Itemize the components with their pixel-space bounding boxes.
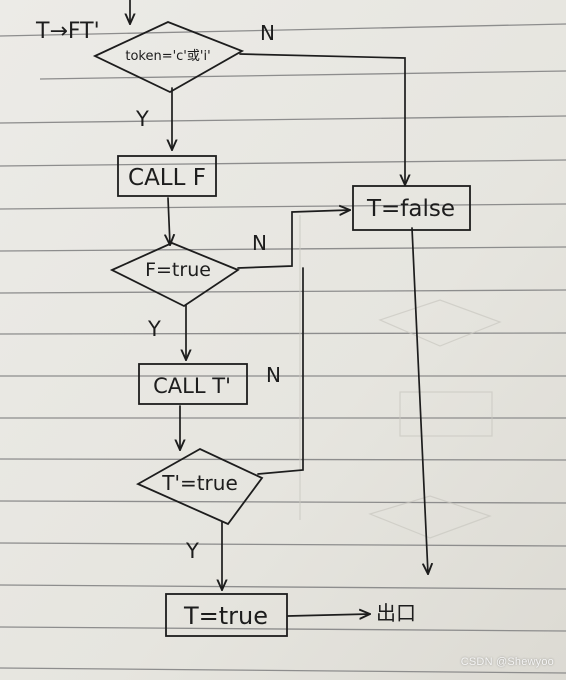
label-no-f: N	[252, 231, 267, 255]
bleed-through-shapes	[299, 215, 502, 539]
label-yes-f: Y	[147, 317, 161, 341]
flow-connectors	[130, 0, 428, 616]
box-call-tprime-label: CALL T'	[153, 374, 231, 398]
decision-f-true-label: F=true	[145, 259, 211, 281]
csdn-watermark: CSDN @Shewyoo	[460, 656, 554, 668]
box-t-false: T=false	[352, 185, 471, 231]
label-no-tprime: N	[266, 363, 281, 387]
decision-token: token='c'或'i'	[92, 21, 245, 94]
decision-tprime-true-label: T'=true	[161, 471, 238, 495]
box-call-f-label: CALL F	[128, 165, 206, 191]
exit-label: 出口	[376, 601, 416, 625]
box-call-f: CALL F	[117, 155, 217, 197]
ruled-lines	[0, 23, 566, 674]
box-t-true-label: T=true	[183, 602, 268, 630]
decision-token-label: token='c'或'i'	[125, 49, 210, 64]
box-t-true: T=true	[165, 593, 288, 637]
production-title: T→FT'	[35, 19, 100, 44]
label-yes-token: Y	[135, 107, 149, 131]
label-no-token: N	[260, 21, 275, 45]
label-yes-tprime: Y	[185, 539, 199, 563]
decision-f-true: F=true	[109, 242, 240, 308]
decision-tprime-true: T'=true	[135, 447, 264, 526]
box-t-false-label: T=false	[366, 196, 455, 222]
box-call-tprime: CALL T'	[138, 363, 248, 405]
